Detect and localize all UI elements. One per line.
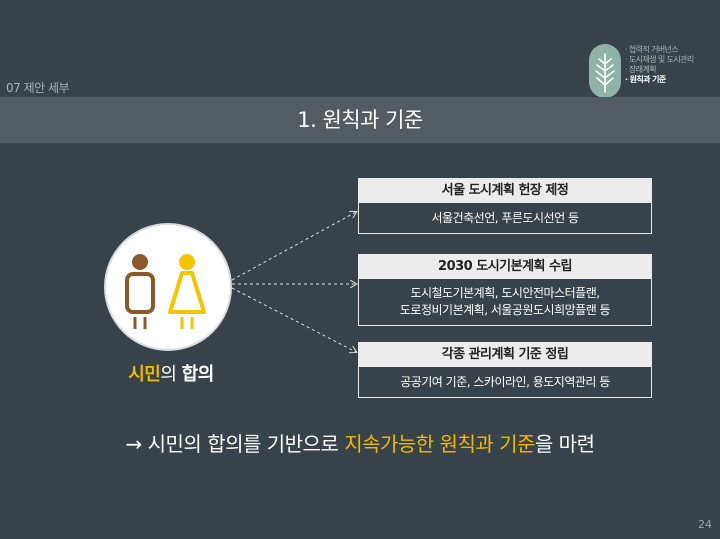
person-icon	[168, 254, 206, 329]
conclusion-statement: → 시민의 합의를 기반으로 지속가능한 원칙과 기준을 마련	[0, 428, 720, 457]
plan-box-body: 도시철도기본계획, 도시안전마스터플랜, 도로정비기본계획, 서울공원도시희망플…	[359, 279, 651, 325]
plan-box-header: 서울 도시계획 헌장 제정	[359, 179, 651, 203]
plan-box-line: 서울건축선언, 푸른도시선언 등	[431, 210, 579, 225]
plan-box-management: 각종 관리계획 기준 정립 공공기여 기준, 스카이라인, 용도지역관리 등	[358, 342, 652, 398]
plan-box-header: 2030 도시기본계획 수립	[359, 255, 651, 279]
person-icon	[125, 254, 155, 329]
citizen-circle	[106, 225, 230, 349]
logo-menu-item: · 장래계획	[625, 65, 657, 74]
plan-box-masterplan: 2030 도시기본계획 수립 도시철도기본계획, 도시안전마스터플랜, 도로정비…	[358, 254, 652, 326]
conclusion-prefix: → 시민의 합의를 기반으로	[125, 432, 345, 456]
page-number: 24	[698, 518, 712, 531]
plan-box-line: 도로정비기본계획, 서울공원도시희망플랜 등	[399, 303, 611, 317]
conclusion-highlight: 지속가능한 원칙과 기준	[344, 432, 535, 456]
title-band: 1. 원칙과 기준	[0, 97, 720, 143]
plan-box-line: 도시철도기본계획, 도시안전마스터플랜,	[410, 286, 600, 300]
logo-menu-item: · 협력적 거버넌스	[625, 45, 679, 54]
plan-box-body: 공공기여 기준, 스카이라인, 용도지역관리 등	[359, 367, 651, 397]
plan-box-header: 각종 관리계획 기준 정립	[359, 343, 651, 367]
tree-icon	[589, 44, 621, 98]
arrow-to-box-3	[231, 287, 356, 352]
plan-box-body: 서울건축선언, 푸른도시선언 등	[359, 203, 651, 233]
consensus-mid: 의	[160, 364, 182, 385]
logo-menu: · 협력적 거버넌스 · 도시재생 및 도시관리 · 장래계획 · 원칙과 기준	[625, 45, 717, 85]
logo-menu-item-active: · 원칙과 기준	[625, 75, 666, 84]
plan-box-line: 공공기여 기준, 스카이라인, 용도지역관리 등	[400, 374, 610, 389]
consensus-end: 합의	[181, 364, 215, 385]
logo: · 협력적 거버넌스 · 도시재생 및 도시관리 · 장래계획 · 원칙과 기준	[589, 44, 717, 100]
consensus-highlight: 시민	[128, 364, 161, 385]
logo-menu-item: · 도시재생 및 도시관리	[625, 55, 694, 64]
plan-box-charter: 서울 도시계획 헌장 제정 서울건축선언, 푸른도시선언 등	[358, 178, 652, 234]
arrow-to-box-1	[231, 212, 356, 281]
citizen-consensus-label: 시민의 합의	[116, 360, 226, 386]
page-title: 1. 원칙과 기준	[297, 108, 423, 132]
section-label: 07 제안 세부	[6, 81, 70, 95]
conclusion-suffix: 을 마련	[534, 432, 595, 456]
